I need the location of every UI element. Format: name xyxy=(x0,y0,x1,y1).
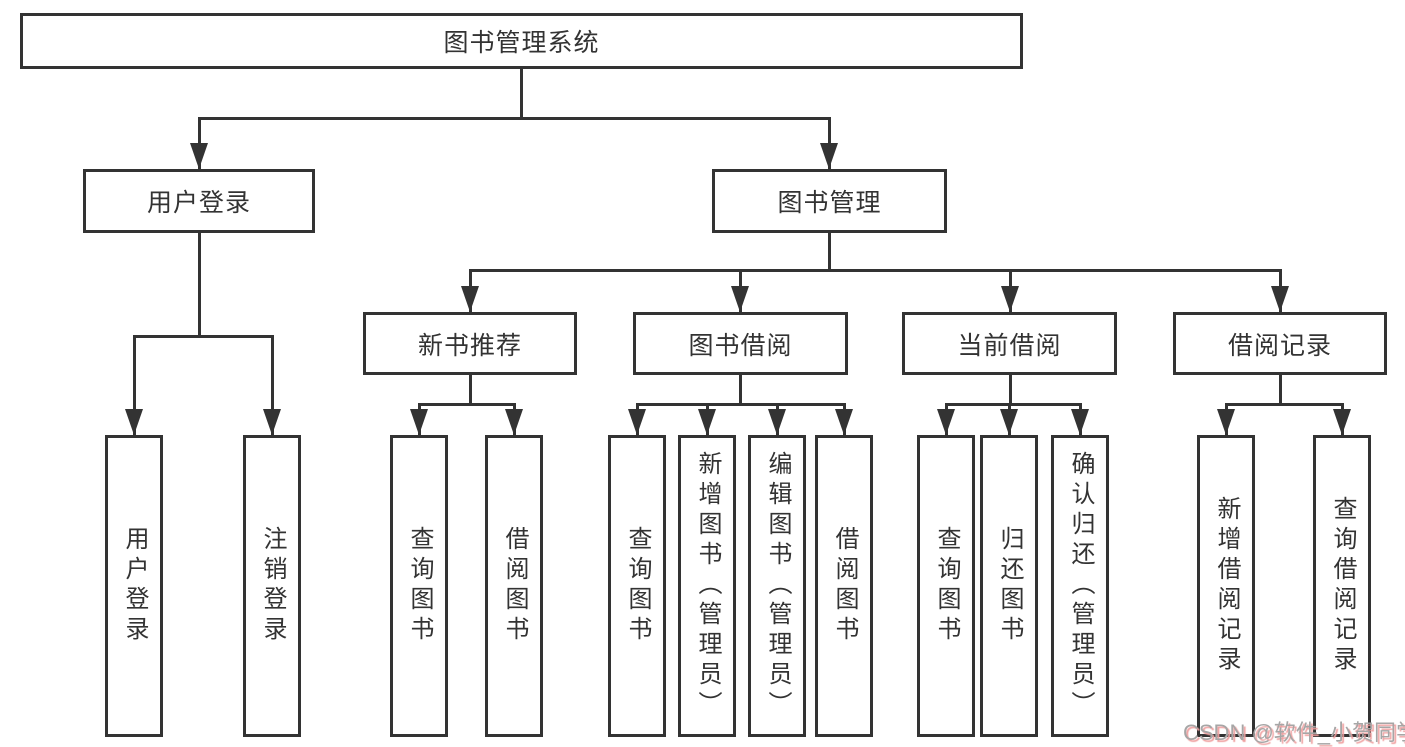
arrow-down-icon xyxy=(628,409,646,435)
node-add-books-admin: 新增图书（管理员） xyxy=(678,435,736,737)
arrow-down-icon xyxy=(937,409,955,435)
arrow-down-icon xyxy=(1333,409,1351,435)
node-label: 借阅图书 xyxy=(831,526,858,646)
arrow-down-icon xyxy=(461,286,479,312)
node-library-management-system: 图书管理系统 xyxy=(20,13,1023,69)
node-query-books-recommend: 查询图书 xyxy=(390,435,448,737)
connector-drop-leaf xyxy=(271,335,274,435)
node-label: 图书管理 xyxy=(777,189,882,217)
connector-rail-user-login-children xyxy=(133,335,274,338)
connector-rail-level3 xyxy=(469,269,1282,272)
node-label: 归还图书 xyxy=(996,526,1023,646)
node-label: 查询图书 xyxy=(624,526,651,646)
connector-new-book-recommendation-stem xyxy=(469,373,472,406)
node-label: 当前借阅 xyxy=(957,331,1062,360)
arrow-down-icon xyxy=(698,409,716,435)
node-label: 注销登录 xyxy=(259,526,286,646)
arrow-down-icon xyxy=(1000,409,1018,435)
node-label: 查询图书 xyxy=(406,526,433,646)
connector-book-borrowing-stem xyxy=(739,373,742,406)
connector-rail-level2 xyxy=(198,117,831,120)
arrow-down-icon xyxy=(1217,409,1235,435)
arrow-down-icon xyxy=(263,409,281,435)
arrow-down-icon xyxy=(731,286,749,312)
node-label: 确认归还（管理员） xyxy=(1067,451,1094,721)
arrow-down-icon xyxy=(1071,409,1089,435)
connector-user-login-stem xyxy=(198,231,201,338)
node-label: 查询借阅记录 xyxy=(1329,496,1356,676)
node-confirm-return-admin: 确认归还（管理员） xyxy=(1051,435,1109,737)
arrow-down-icon xyxy=(410,409,428,435)
node-label: 借阅图书 xyxy=(501,526,528,646)
connector-rail-recommendation-children xyxy=(418,403,516,406)
node-label: 借阅记录 xyxy=(1227,331,1332,360)
node-label: 新增借阅记录 xyxy=(1213,496,1240,676)
node-user-login: 用户登录 xyxy=(83,169,315,233)
arrow-down-icon xyxy=(768,409,786,435)
node-label: 查询图书 xyxy=(933,526,960,646)
node-borrow-books: 借阅图书 xyxy=(815,435,873,737)
connector-book-management-stem xyxy=(828,231,831,272)
connector-root-stem xyxy=(520,66,523,120)
node-borrowing-records: 借阅记录 xyxy=(1173,312,1387,375)
node-current-borrowing: 当前借阅 xyxy=(902,312,1117,375)
connector-current-borrowing-stem xyxy=(1009,373,1012,406)
arrow-down-icon xyxy=(820,143,838,169)
arrow-down-icon xyxy=(835,409,853,435)
node-add-borrow-record: 新增借阅记录 xyxy=(1197,435,1255,737)
connector-rail-borrowing-children xyxy=(636,403,846,406)
arrow-down-icon xyxy=(1001,286,1019,312)
node-label: 用户登录 xyxy=(121,526,148,646)
node-query-borrow-record: 查询借阅记录 xyxy=(1313,435,1371,737)
node-logout: 注销登录 xyxy=(243,435,301,737)
node-query-books-current: 查询图书 xyxy=(917,435,975,737)
watermark-text: CSDN @软件_小贺同学 xyxy=(1183,720,1405,745)
node-label: 新书推荐 xyxy=(417,331,522,360)
connector-rail-records-children xyxy=(1225,403,1344,406)
node-user-login-leaf: 用户登录 xyxy=(105,435,163,737)
node-label: 用户登录 xyxy=(146,189,251,217)
connector-drop-leaf xyxy=(133,335,136,435)
node-book-management: 图书管理 xyxy=(712,169,947,233)
node-new-book-recommendation: 新书推荐 xyxy=(363,312,577,375)
node-book-borrowing: 图书借阅 xyxy=(633,312,848,375)
node-edit-books-admin: 编辑图书（管理员） xyxy=(748,435,806,737)
arrow-down-icon xyxy=(190,143,208,169)
node-label: 图书管理系统 xyxy=(443,29,600,57)
node-query-books-borrowing: 查询图书 xyxy=(608,435,666,737)
node-label: 新增图书（管理员） xyxy=(694,451,721,721)
connector-rail-current-children xyxy=(945,403,1082,406)
connector-borrowing-records-stem xyxy=(1279,373,1282,406)
node-label: 图书借阅 xyxy=(688,331,793,360)
node-borrow-books-recommend: 借阅图书 xyxy=(485,435,543,737)
arrow-down-icon xyxy=(125,409,143,435)
arrow-down-icon xyxy=(1271,286,1289,312)
node-label: 编辑图书（管理员） xyxy=(764,451,791,721)
node-return-books: 归还图书 xyxy=(980,435,1038,737)
arrow-down-icon xyxy=(505,409,523,435)
